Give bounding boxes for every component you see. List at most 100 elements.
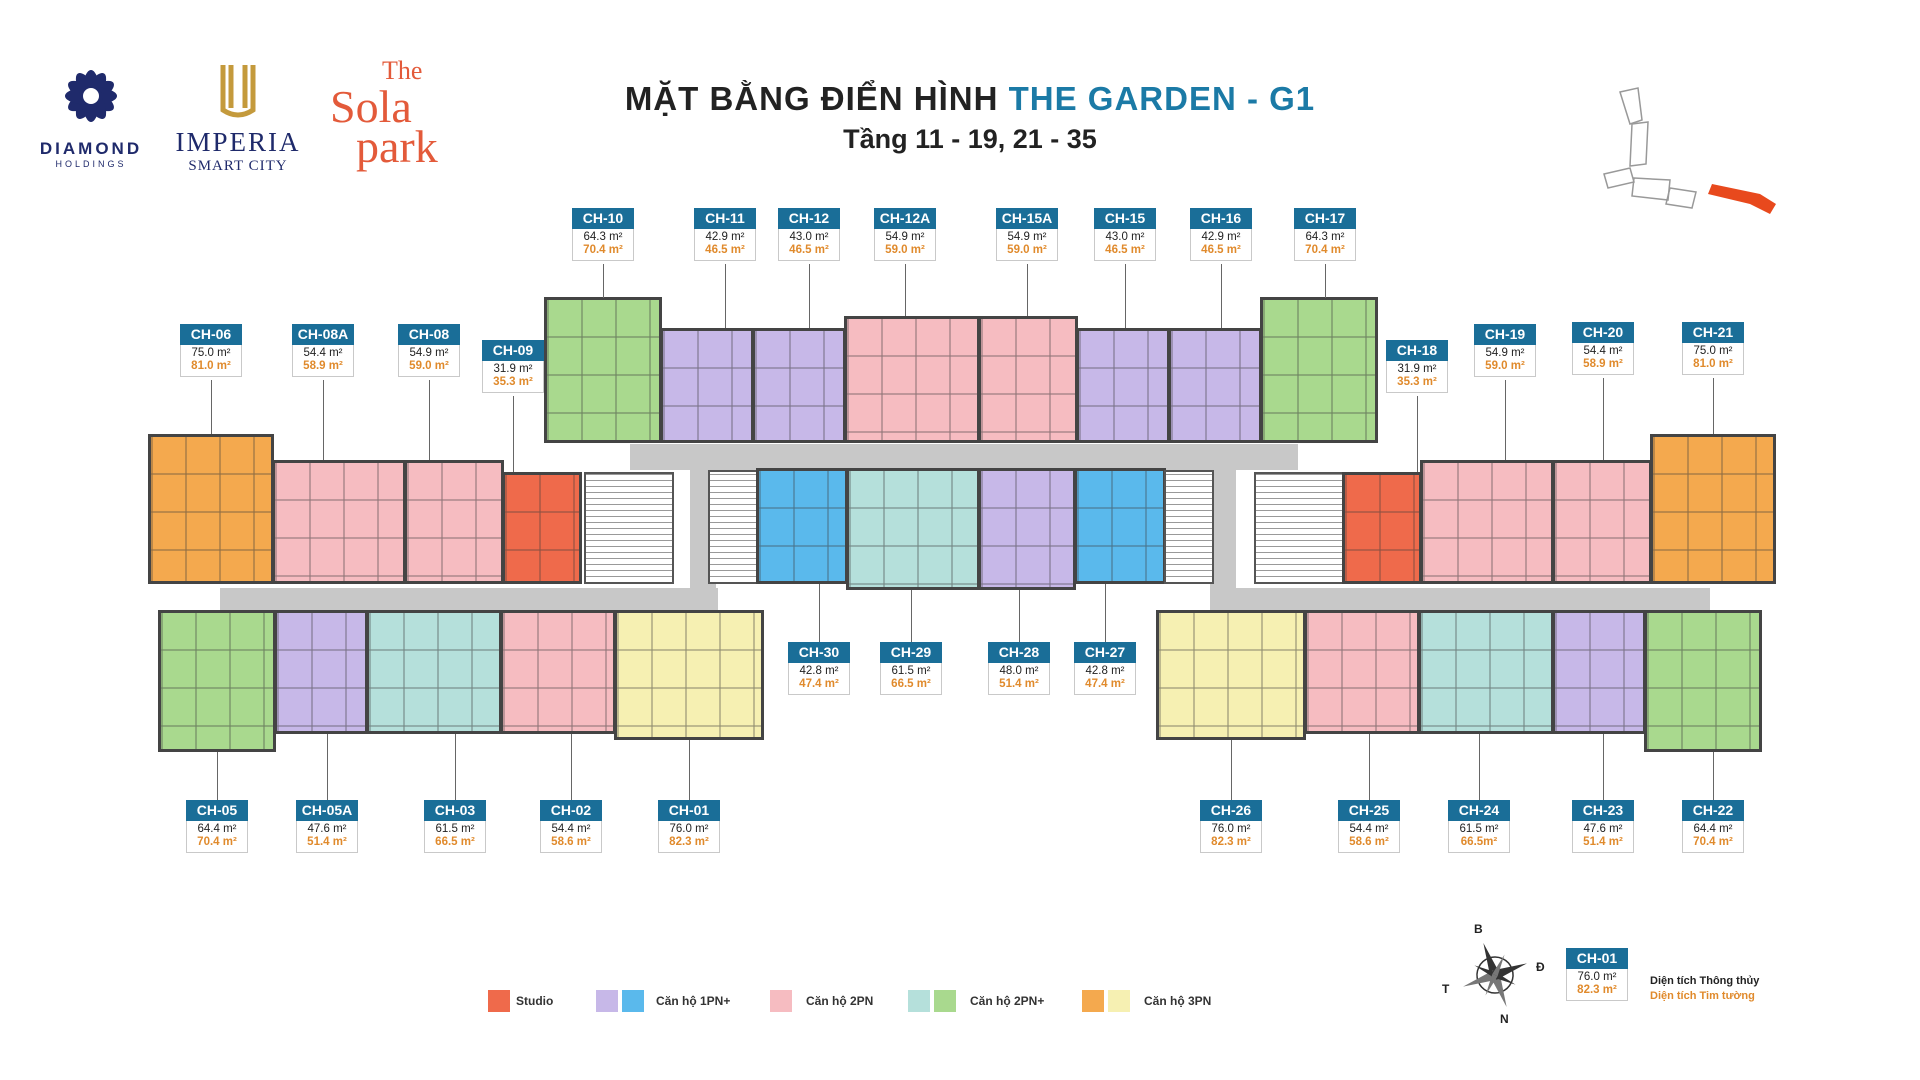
unit-area-gross: 70.4 m² (1305, 244, 1345, 256)
legend-1pn-plus-label: Căn hộ 1PN+ (656, 994, 731, 1008)
apartment-ch-03[interactable] (366, 610, 502, 734)
unit-area-gross: 35.3 m² (1397, 376, 1437, 388)
apartment-ch-28[interactable] (978, 468, 1076, 590)
unit-area-net: 54.9 m² (885, 231, 925, 243)
apartment-ch-11[interactable] (660, 328, 754, 443)
unit-area-gross: 59.0 m² (409, 360, 449, 372)
apartment-ch-01[interactable] (614, 610, 764, 740)
unit-area-net: 54.4 m² (1349, 823, 1389, 835)
2pn-plus-swatch-green (934, 990, 956, 1012)
unit-code: CH-08A (292, 324, 354, 345)
apartment-ch-08a[interactable] (272, 460, 406, 584)
unit-area-net: 43.0 m² (789, 231, 829, 243)
apartment-ch-18[interactable] (1342, 472, 1422, 584)
legend-3pn: Căn hộ 3PN (1082, 990, 1211, 1012)
unit-area-gross: 58.6 m² (551, 836, 591, 848)
diamond-logo-sub: HOLDINGS (55, 159, 127, 169)
unit-area-net: 61.5 m² (435, 823, 475, 835)
unit-area-gross: 81.0 m² (191, 360, 231, 372)
unit-area-gross: 46.5 m² (789, 244, 829, 256)
unit-code: CH-23 (1572, 800, 1634, 821)
unit-code: CH-15 (1094, 208, 1156, 229)
apartment-ch-09[interactable] (502, 472, 582, 584)
1pn-plus-swatch-blue (622, 990, 644, 1012)
corridor-center (630, 444, 1298, 470)
apartment-ch-10[interactable] (544, 297, 662, 443)
unit-area-gross: 58.9 m² (303, 360, 343, 372)
apartment-ch-26[interactable] (1156, 610, 1306, 740)
apartment-ch-20[interactable] (1552, 460, 1652, 584)
apartment-ch-15a[interactable] (978, 316, 1078, 443)
unit-area-net: 64.3 m² (1305, 231, 1345, 243)
imperia-logo-name: IMPERIA (175, 127, 301, 157)
corridor-left (220, 588, 718, 614)
apartment-ch-23[interactable] (1552, 610, 1646, 734)
2pn-plus-swatch-teal (908, 990, 930, 1012)
unit-area-gross: 47.4 m² (799, 678, 839, 690)
1pn-plus-swatch-purple (596, 990, 618, 1012)
unit-area-gross: 58.9 m² (1583, 358, 1623, 370)
unit-code: CH-11 (694, 208, 756, 229)
compass-south-label: N (1500, 1012, 1509, 1026)
unit-area-net: 42.9 m² (1201, 231, 1241, 243)
unit-area-net: 54.9 m² (1007, 231, 1047, 243)
unit-area-net: 64.3 m² (583, 231, 623, 243)
unit-area-net: 31.9 m² (1397, 363, 1437, 375)
apartment-ch-19[interactable] (1420, 460, 1554, 584)
apartment-ch-06[interactable] (148, 434, 274, 584)
unit-area-net: 64.4 m² (197, 823, 237, 835)
apartment-ch-08[interactable] (404, 460, 504, 584)
diamond-logo-name: DIAMOND (39, 139, 143, 158)
stair-core-right (1254, 472, 1344, 584)
area-key-code: CH-01 (1566, 948, 1628, 969)
apartment-ch-21[interactable] (1650, 434, 1776, 584)
unit-area-gross: 81.0 m² (1693, 358, 1733, 370)
3pn-swatch-yellow (1108, 990, 1130, 1012)
legend-2pn-plus-label: Căn hộ 2PN+ (970, 994, 1045, 1008)
legend-2pn: Căn hộ 2PN (770, 990, 873, 1012)
diamond-holdings-logo: DIAMOND HOLDINGS (36, 54, 146, 174)
apartment-ch-17[interactable] (1260, 297, 1378, 443)
apartment-ch-02[interactable] (500, 610, 616, 734)
apartment-ch-15[interactable] (1076, 328, 1170, 443)
unit-code: CH-16 (1190, 208, 1252, 229)
area-key-gross: 82.3 m² (1577, 984, 1617, 996)
stair-core-center-right (1164, 470, 1214, 584)
unit-area-net: 76.0 m² (1211, 823, 1251, 835)
unit-code: CH-09 (482, 340, 544, 361)
apartment-ch-22[interactable] (1644, 610, 1762, 752)
apartment-ch-16[interactable] (1168, 328, 1262, 443)
unit-area-net: 42.8 m² (799, 665, 839, 677)
unit-code: CH-26 (1200, 800, 1262, 821)
apartment-ch-27[interactable] (1074, 468, 1166, 584)
apartment-ch-25[interactable] (1304, 610, 1420, 734)
unit-code: CH-20 (1572, 322, 1634, 343)
unit-area-gross: 66.5 m² (435, 836, 475, 848)
apartment-ch-12[interactable] (752, 328, 846, 443)
unit-area-net: 75.0 m² (191, 347, 231, 359)
apartment-ch-24[interactable] (1418, 610, 1554, 734)
area-key-net-description: Diện tích Thông thủy (1650, 975, 1760, 987)
unit-area-gross: 47.4 m² (1085, 678, 1125, 690)
apartment-ch-30[interactable] (756, 468, 848, 584)
apartment-ch-29[interactable] (846, 468, 980, 590)
unit-code: CH-10 (572, 208, 634, 229)
unit-area-net: 54.9 m² (1485, 347, 1525, 359)
corridor-right (1210, 588, 1710, 614)
unit-area-gross: 46.5 m² (705, 244, 745, 256)
3pn-swatch-orange (1082, 990, 1104, 1012)
legend-2pn-plus: Căn hộ 2PN+ (908, 990, 1044, 1012)
apartment-ch-05[interactable] (158, 610, 276, 752)
apartment-ch-12a[interactable] (844, 316, 980, 443)
apartment-ch-05a[interactable] (274, 610, 368, 734)
